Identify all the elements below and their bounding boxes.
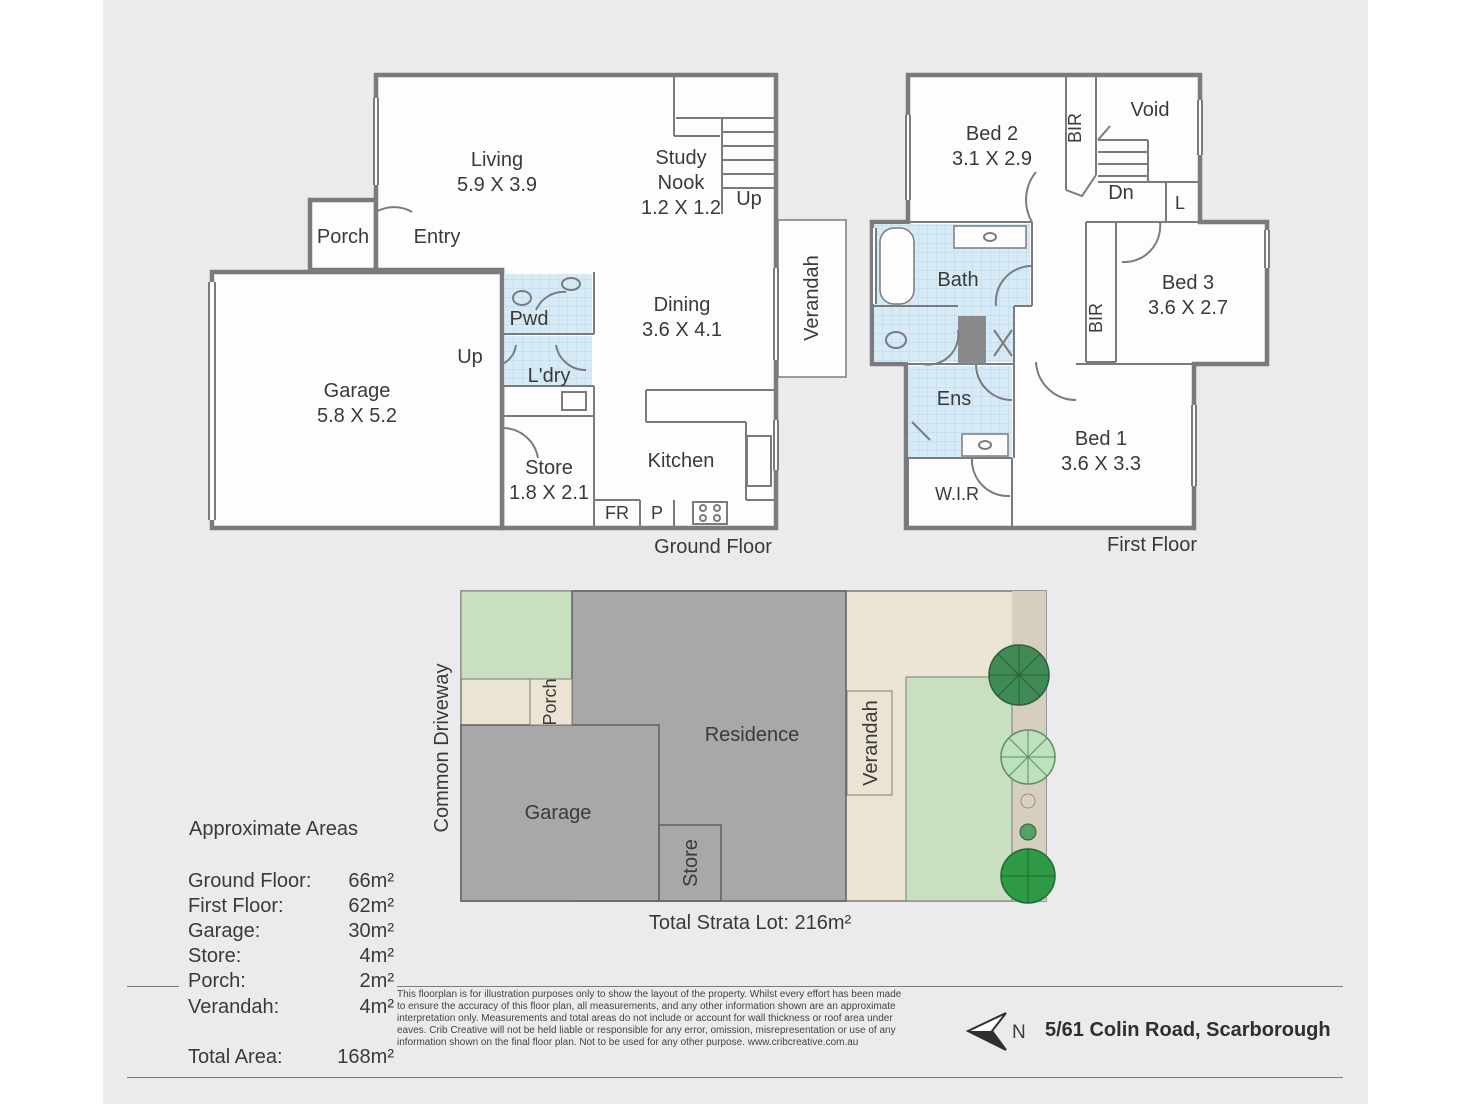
area-value: 2m² xyxy=(359,970,394,992)
kitchen-label: Kitchen xyxy=(648,450,715,472)
bath-tiles-2 xyxy=(874,306,1014,362)
area-value: 66m² xyxy=(348,870,394,892)
area-name: Store: xyxy=(188,945,242,967)
divider-line xyxy=(397,986,1343,987)
disclaimer-text: This floorplan is for illustration purpo… xyxy=(397,989,902,1048)
garage-size: 5.8 X 5.2 xyxy=(317,405,397,427)
porch-label: Porch xyxy=(317,226,369,248)
north-letter: N xyxy=(1012,1022,1026,1043)
verandah-block xyxy=(846,690,893,796)
first-floor-plan: Bed 2 3.1 X 2.9 BIR Void Dn L Bath Bed 3… xyxy=(869,72,1270,556)
linen-label: L xyxy=(1175,193,1185,213)
driveway-label: Common Driveway xyxy=(431,664,453,833)
ens-label: Ens xyxy=(937,388,971,410)
site-plan: Common Driveway Porch Residence Garage S… xyxy=(431,590,1056,934)
wir-label: W.I.R xyxy=(935,484,979,504)
study-label-2: Nook xyxy=(658,172,706,194)
area-total-value: 168m² xyxy=(337,1046,394,1068)
first-floor-title: First Floor xyxy=(1107,534,1197,556)
garage-block xyxy=(460,724,660,902)
back-lawn xyxy=(905,676,1013,902)
shrub-icon xyxy=(1019,823,1037,841)
living-label: Living xyxy=(471,149,523,171)
bed3-label: Bed 3 xyxy=(1162,272,1214,294)
site-store-label: Store xyxy=(680,839,702,887)
bed1-size: 3.6 X 3.3 xyxy=(1061,453,1141,475)
pantry-label: P xyxy=(651,503,663,523)
living-size: 5.9 X 3.9 xyxy=(457,174,537,196)
stair-down-label: Dn xyxy=(1108,182,1134,204)
dining-label: Dining xyxy=(654,294,711,316)
garage-label: Garage xyxy=(324,380,391,402)
store-label: Store xyxy=(525,457,573,479)
tree-icon xyxy=(1000,729,1056,785)
garage-up-label: Up xyxy=(457,346,483,368)
laundry-label: L'dry xyxy=(528,365,571,387)
area-name: Ground Floor: xyxy=(188,870,312,892)
site-residence-label: Residence xyxy=(705,724,800,746)
shrub-icon xyxy=(1020,793,1036,809)
area-name: First Floor: xyxy=(188,895,284,917)
divider-line xyxy=(127,1077,1343,1078)
study-size: 1.2 X 1.2 xyxy=(641,197,721,219)
tree-icon xyxy=(1000,848,1056,904)
verandah-area xyxy=(777,219,847,378)
bed3-size: 3.6 X 2.7 xyxy=(1148,297,1228,319)
tree-icon xyxy=(988,644,1050,706)
strata-lot-total: Total Strata Lot: 216m² xyxy=(649,912,852,934)
porch-block xyxy=(529,678,573,726)
area-name: Verandah: xyxy=(188,996,280,1018)
laundry-tiles xyxy=(504,336,592,386)
site-verandah-label: Verandah xyxy=(860,700,882,786)
garage-room xyxy=(209,269,505,531)
entry-label: Entry xyxy=(414,226,461,248)
property-address: 5/61 Colin Road, Scarborough xyxy=(1045,1019,1331,1041)
area-value: 30m² xyxy=(348,920,394,942)
area-value: 4m² xyxy=(359,996,394,1018)
store-block xyxy=(658,824,722,902)
fridge-label: FR xyxy=(605,503,629,523)
void-label: Void xyxy=(1131,99,1170,121)
ground-floor-title: Ground Floor xyxy=(654,536,772,558)
ground-floor-plan: Living 5.9 X 3.9 Study Nook 1.2 X 1.2 Up… xyxy=(208,72,847,558)
bir-mid-label: BIR xyxy=(1086,303,1106,333)
bed2-size: 3.1 X 2.9 xyxy=(952,148,1032,170)
store-size: 1.8 X 2.1 xyxy=(509,482,589,504)
dining-size: 3.6 X 4.1 xyxy=(642,319,722,341)
porch-room xyxy=(307,197,379,273)
site-porch-label: Porch xyxy=(540,678,560,725)
bath-label: Bath xyxy=(937,269,978,291)
areas-title: Approximate Areas xyxy=(189,818,358,840)
bed1-label: Bed 1 xyxy=(1075,428,1127,450)
divider-line xyxy=(127,986,179,987)
bir-top-label: BIR xyxy=(1065,113,1085,143)
area-total-name: Total Area: xyxy=(188,1046,283,1068)
verandah-label: Verandah xyxy=(801,255,823,341)
bed2-label: Bed 2 xyxy=(966,123,1018,145)
area-value: 62m² xyxy=(348,895,394,917)
north-arrow-icon: N xyxy=(965,1012,1026,1051)
pwd-label: Pwd xyxy=(510,308,549,330)
area-value: 4m² xyxy=(359,945,394,967)
stair-up-label: Up xyxy=(736,188,762,210)
front-lawn xyxy=(460,590,573,680)
area-name: Garage: xyxy=(188,920,261,942)
study-label: Study xyxy=(655,147,706,169)
site-garage-label: Garage xyxy=(525,802,592,824)
area-name: Porch: xyxy=(188,970,246,992)
